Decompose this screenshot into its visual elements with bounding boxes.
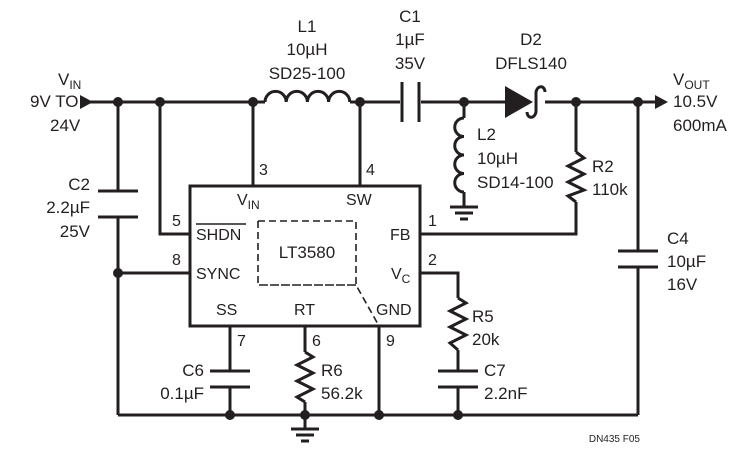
pin-5-number: 5 bbox=[172, 213, 181, 230]
output-arrow-icon bbox=[655, 95, 668, 109]
pin-8-number: 8 bbox=[172, 252, 181, 269]
vin-range-line1: 9V TO bbox=[30, 92, 79, 111]
ground-main-icon bbox=[291, 427, 319, 443]
l2-part: SD14-100 bbox=[477, 173, 554, 192]
input-arrow-icon bbox=[80, 95, 93, 109]
capacitor-c4-symbol bbox=[618, 249, 658, 269]
vin-range-line2: 24V bbox=[50, 116, 81, 135]
l1-ref: L1 bbox=[298, 17, 317, 36]
vout-voltage: 10.5V bbox=[673, 92, 718, 111]
pin-ss-label: SS bbox=[216, 302, 237, 319]
r6-ref: R6 bbox=[321, 361, 343, 380]
r2-ref: R2 bbox=[592, 157, 614, 176]
resistor-r2-symbol bbox=[564, 150, 588, 204]
c1-ref: C1 bbox=[399, 7, 421, 26]
capacitor-c1-symbol bbox=[400, 82, 421, 122]
l1-value: 10µH bbox=[287, 40, 328, 59]
c6-value: 0.1µF bbox=[160, 384, 204, 403]
junction-dots bbox=[113, 97, 643, 420]
pin-6-number: 6 bbox=[312, 333, 321, 350]
c7-ref: C7 bbox=[484, 361, 506, 380]
l2-value: 10µH bbox=[477, 149, 518, 168]
pin-gnd-label: GND bbox=[376, 302, 412, 319]
ic-die-outline bbox=[258, 220, 380, 327]
pin-sync-label: SYNC bbox=[196, 266, 240, 283]
diode-d2-symbol bbox=[505, 85, 552, 119]
vout-terminal-label: VOUT bbox=[673, 70, 710, 92]
c2-voltage: 25V bbox=[60, 222, 91, 241]
capacitor-c6-symbol bbox=[210, 369, 250, 389]
c2-ref: C2 bbox=[68, 175, 90, 194]
l2-ref: L2 bbox=[477, 125, 496, 144]
vout-current: 600mA bbox=[673, 116, 728, 135]
pin-rt-label: RT bbox=[294, 302, 315, 319]
pin-fb-label: FB bbox=[390, 227, 410, 244]
pin-7-number: 7 bbox=[237, 333, 246, 350]
c6-ref: C6 bbox=[182, 361, 204, 380]
c1-value: 1µF bbox=[395, 30, 425, 49]
pin-vin-label: VIN bbox=[237, 192, 260, 212]
ground-l2-icon bbox=[450, 205, 478, 221]
c4-voltage: 16V bbox=[667, 275, 698, 294]
r6-value: 56.2k bbox=[321, 384, 363, 403]
pin-vc-label: VC bbox=[391, 266, 411, 286]
pin-4-number: 4 bbox=[366, 162, 375, 179]
capacitor-c7-symbol bbox=[438, 369, 478, 389]
d2-part: DFLS140 bbox=[495, 54, 567, 73]
d2-ref: D2 bbox=[520, 30, 542, 49]
r5-value: 20k bbox=[472, 330, 500, 349]
c4-value: 10µF bbox=[667, 252, 706, 271]
inductor-l2-symbol bbox=[453, 116, 465, 194]
resistor-r5-symbol bbox=[446, 296, 470, 352]
capacitor-c2-symbol bbox=[98, 189, 138, 219]
figure-id: DN435 F05 bbox=[589, 434, 641, 445]
pin-sw-label: SW bbox=[346, 192, 373, 209]
pin-9-number: 9 bbox=[386, 333, 395, 350]
r5-ref: R5 bbox=[472, 307, 494, 326]
vin-terminal-label: VIN bbox=[58, 70, 81, 92]
pin-3-number: 3 bbox=[259, 162, 268, 179]
c2-value: 2.2µF bbox=[46, 198, 90, 217]
ic-body bbox=[188, 184, 422, 328]
c1-voltage: 35V bbox=[395, 54, 426, 73]
c7-value: 2.2nF bbox=[484, 384, 527, 403]
resistor-r6-symbol bbox=[293, 350, 317, 404]
c4-ref: C4 bbox=[667, 229, 689, 248]
r2-value: 110k bbox=[592, 180, 628, 199]
pin-shdn-label: SHDN bbox=[196, 227, 241, 244]
ic-part-name: LT3580 bbox=[279, 243, 335, 262]
pin-2-number: 2 bbox=[428, 252, 437, 269]
pin-1-number: 1 bbox=[428, 213, 437, 230]
l1-part: SD25-100 bbox=[269, 64, 346, 83]
inductor-l1-symbol bbox=[263, 89, 352, 103]
